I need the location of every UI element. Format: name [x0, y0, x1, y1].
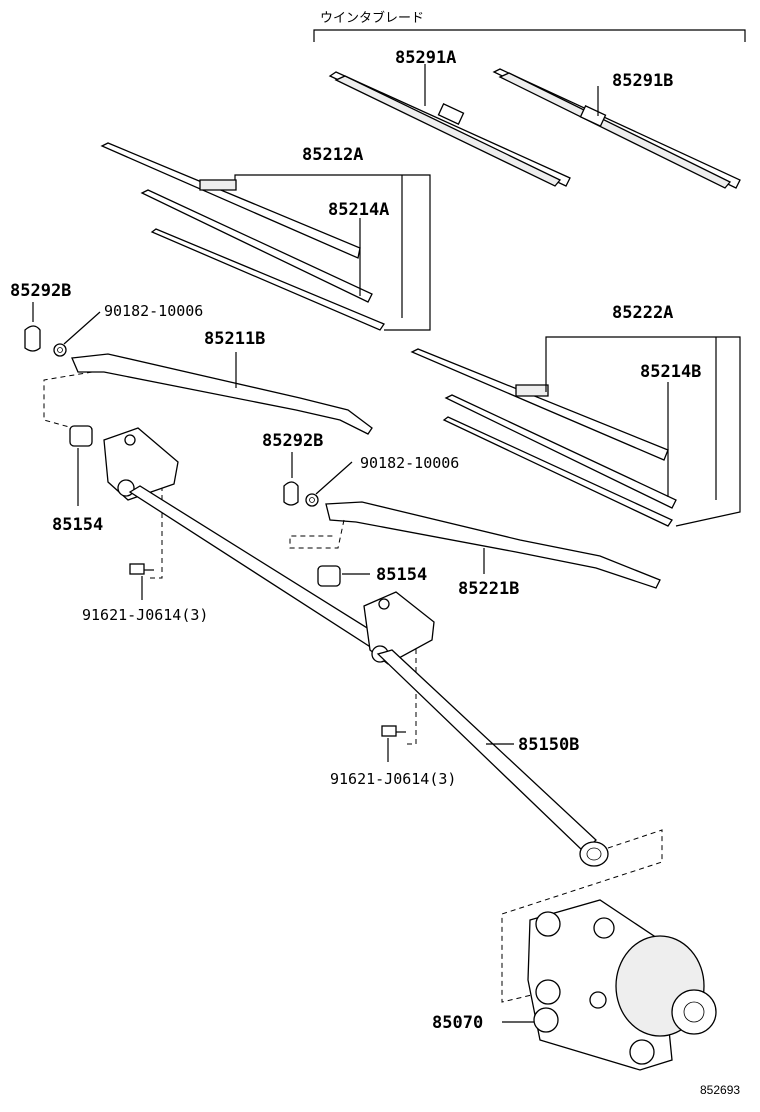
label-91621-right: 91621-J0614(3) — [330, 770, 456, 788]
cap-85292B-right: 85292B — [262, 431, 323, 506]
pivot-cap-85154-left: 85154 — [52, 425, 103, 535]
nut-90182-left: 90182-10006 — [53, 302, 203, 357]
diagram-code: 852693 — [700, 1083, 740, 1097]
label-85221B: 85221B — [458, 579, 519, 599]
label-85154-left: 85154 — [52, 515, 103, 535]
wiper-motor-85070: 85070 — [432, 899, 717, 1071]
winter-blade-bracket: ウインタブレード — [313, 10, 746, 42]
label-85222A: 85222A — [612, 303, 673, 323]
label-85291B: 85291B — [612, 71, 673, 91]
label-85212A: 85212A — [302, 145, 363, 165]
blade-assembly-85212A: 85212A 85214A — [100, 142, 431, 331]
pivot-cap-85154-right: 85154 — [317, 565, 427, 587]
winter-blade-85291B: 85291B — [492, 68, 741, 189]
cap-85292B-left: 85292B — [10, 281, 71, 352]
label-85292B-left: 85292B — [10, 281, 71, 301]
label-85154-right: 85154 — [376, 565, 427, 585]
winter-blade-85291A: 85291A — [328, 48, 571, 187]
blade-assembly-85222A: 85222A 85214B — [410, 303, 741, 527]
label-85070: 85070 — [432, 1013, 483, 1033]
wiper-link-85150B: 85150B — [103, 427, 609, 867]
nut-90182-right: 90182-10006 — [305, 454, 459, 507]
wiper-arm-85221B: 85221B — [325, 501, 661, 599]
winter-blade-header: ウインタブレード — [320, 10, 424, 26]
bolt-91621-right: 91621-J0614(3) — [330, 725, 456, 788]
label-90182-left: 90182-10006 — [104, 302, 203, 320]
wiper-arm-85211B: 85211B — [71, 329, 373, 435]
label-85292B-right: 85292B — [262, 431, 323, 451]
label-85291A: 85291A — [395, 48, 456, 68]
label-85214B: 85214B — [640, 362, 701, 382]
label-90182-right: 90182-10006 — [360, 454, 459, 472]
bolt-91621-left: 91621-J0614(3) — [82, 563, 208, 624]
label-85150B: 85150B — [518, 735, 579, 755]
label-85214A: 85214A — [328, 200, 389, 220]
label-85211B: 85211B — [204, 329, 265, 349]
label-91621-left: 91621-J0614(3) — [82, 606, 208, 624]
